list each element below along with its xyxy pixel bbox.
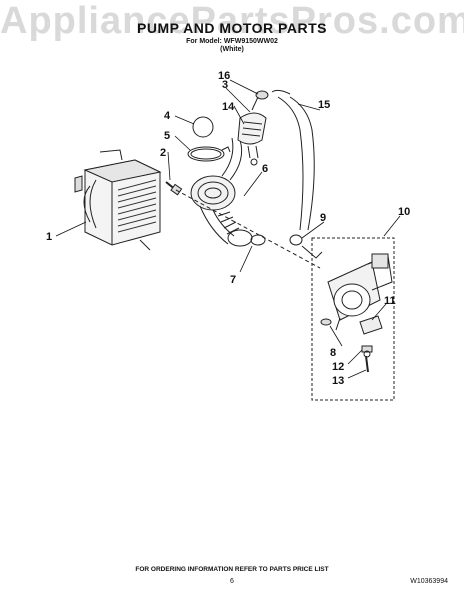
callout-16: 16 xyxy=(218,70,230,82)
bracket-screws-drawing xyxy=(359,315,383,373)
motor-drawing xyxy=(74,149,162,251)
callout-9: 9 xyxy=(320,212,326,224)
hose-connector-drawing xyxy=(237,90,269,166)
drain-sump-drawing xyxy=(190,137,253,247)
document-number: W10363994 xyxy=(410,578,448,585)
ordering-note: FOR ORDERING INFORMATION REFER TO PARTS … xyxy=(135,566,329,573)
pump-assembly-drawing xyxy=(311,237,395,401)
color-line: (White) xyxy=(220,46,244,53)
callout-7: 7 xyxy=(230,274,236,286)
clamp-7-drawing xyxy=(250,234,266,246)
callout-2: 2 xyxy=(160,147,166,159)
model-line: For Model: WFW9150WW02 xyxy=(186,38,278,45)
clamp-drawing xyxy=(187,146,231,162)
drain-hose-drawing xyxy=(271,89,315,231)
hose-clamp-drawing xyxy=(289,234,323,259)
filter-ring-drawing xyxy=(192,116,214,138)
callout-15: 15 xyxy=(318,99,330,111)
callout-3: 3 xyxy=(222,79,228,91)
watermark: AppliancePartsPros.com xyxy=(0,0,464,42)
callout-1: 1 xyxy=(46,231,52,243)
callout-11: 11 xyxy=(384,295,396,307)
bolt-drawing xyxy=(165,181,183,196)
page-number: 6 xyxy=(230,578,234,585)
callout-14: 14 xyxy=(222,101,235,113)
callout-4: 4 xyxy=(164,110,171,122)
callout-6: 6 xyxy=(262,163,268,175)
callout-12: 12 xyxy=(332,361,344,373)
callout-10: 10 xyxy=(398,206,410,218)
callout-5: 5 xyxy=(164,130,170,142)
page-title: PUMP AND MOTOR PARTS xyxy=(137,20,327,36)
callout-13: 13 xyxy=(332,375,344,387)
callout-8: 8 xyxy=(330,347,336,359)
